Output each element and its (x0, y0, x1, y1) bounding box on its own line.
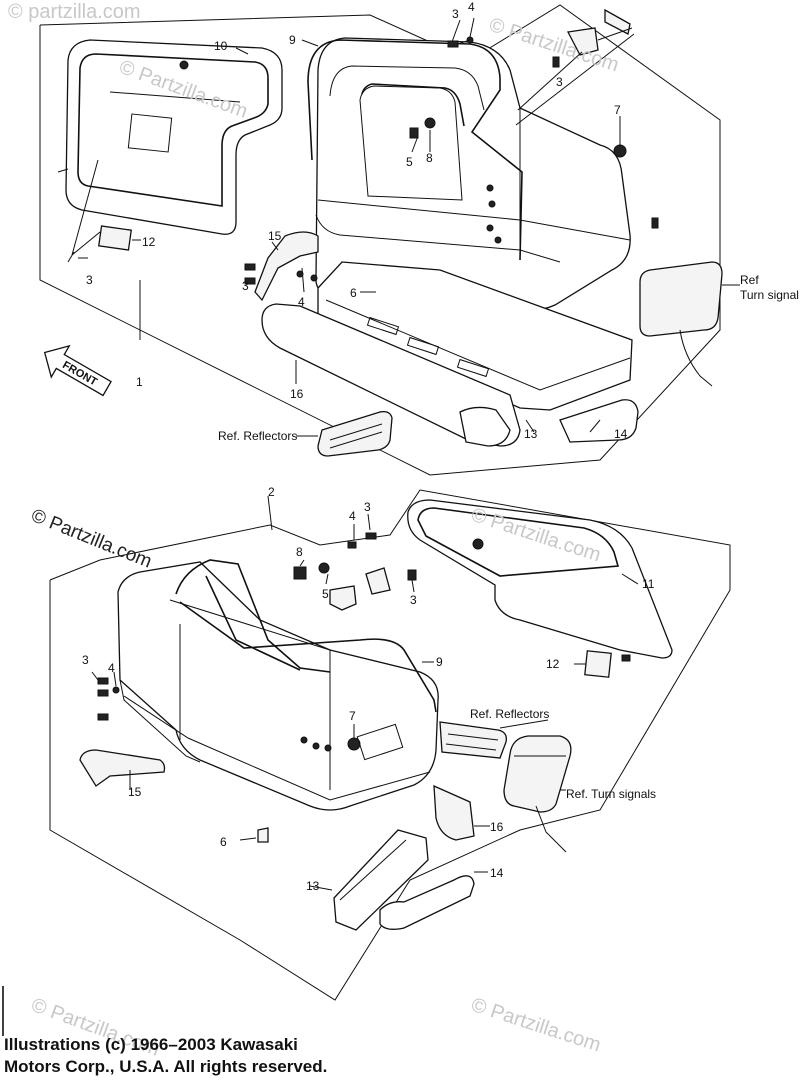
top-mount-bracket (567, 27, 599, 56)
callout-10: 10 (214, 39, 228, 53)
watermark-dark: © Partzilla.com (28, 505, 155, 572)
top-assembly: FRONT (39, 4, 740, 476)
callout-6: 6 (350, 286, 357, 300)
ref-turn-signals-bottom: Ref. Turn signals (566, 787, 656, 801)
bottom-turn-signal (503, 735, 572, 813)
callout-4: 4 (298, 295, 305, 309)
callout-3: 3 (556, 75, 563, 89)
callout-5: 5 (406, 155, 413, 169)
callout-3: 3 (410, 593, 417, 607)
callout-2: 2 (268, 485, 275, 499)
callout-14: 14 (490, 866, 504, 880)
top-boundary (39, 4, 721, 476)
callout-8: 8 (296, 545, 303, 559)
callout-4: 4 (468, 0, 475, 14)
callout-15: 15 (268, 229, 282, 243)
callout-12: 12 (142, 235, 156, 249)
watermark: © Partzilla.com (468, 994, 603, 1057)
callout-8: 8 (426, 151, 433, 165)
callout-6: 6 (220, 835, 227, 849)
footer-line-2: Motors Corp., U.S.A. All rights reserved… (4, 1057, 328, 1076)
bottom-callouts: 2 4 3 8 5 3 11 3 4 9 12 7 15 6 16 13 14 (82, 485, 655, 893)
top-callouts: 3 4 9 10 3 7 5 8 12 3 15 3 4 6 1 16 13 1… (86, 0, 628, 441)
callout-16: 16 (490, 820, 504, 834)
callout-9: 9 (289, 33, 296, 47)
callout-7: 7 (349, 709, 356, 723)
callout-3: 3 (452, 7, 459, 21)
top-turn-signal (639, 261, 723, 337)
bottom-assembly (49, 489, 731, 1001)
callout-16: 16 (290, 387, 304, 401)
top-reflector (317, 410, 393, 457)
footer-line-1: Illustrations (c) 1966–2003 Kawasaki (4, 1035, 298, 1054)
bottom-rear-rail (333, 829, 429, 931)
top-lid (65, 39, 283, 235)
ref-reflectors-bottom: Ref. Reflectors (470, 707, 549, 721)
bottom-side-bracket (79, 749, 166, 787)
callout-13: 13 (306, 879, 320, 893)
bottom-boundary (49, 489, 731, 1001)
callout-12: 12 (546, 657, 560, 671)
top-hinge (98, 225, 132, 251)
front-arrow: FRONT (43, 344, 112, 397)
ref-turn-signal-top: Ref Turn signal (740, 273, 799, 302)
callout-15: 15 (128, 785, 142, 799)
callout-5: 5 (322, 587, 329, 601)
callout-3: 3 (86, 273, 93, 287)
bottom-grab-rail (379, 875, 475, 930)
callout-7: 7 (614, 103, 621, 117)
bottom-guard-rail (175, 559, 331, 673)
callout-13: 13 (524, 427, 538, 441)
callout-11: 11 (642, 577, 655, 591)
callout-4: 4 (349, 509, 356, 523)
callout-3: 3 (364, 500, 371, 514)
ref-reflectors-top: Ref. Reflectors (218, 429, 297, 443)
bottom-hinge (584, 650, 612, 678)
callout-14: 14 (614, 427, 628, 441)
bottom-case (117, 561, 439, 811)
callout-1: 1 (136, 375, 143, 389)
copyright-footer: Illustrations (c) 1966–2003 Kawasaki Mot… (4, 1034, 327, 1078)
callout-3: 3 (82, 653, 89, 667)
top-side-bracket (254, 231, 319, 302)
callout-3: 3 (242, 279, 249, 293)
top-bumper (261, 303, 521, 447)
callout-9: 9 (436, 655, 443, 669)
watermark: © partzilla.com (8, 1, 141, 23)
bottom-lid (407, 499, 673, 659)
top-guard-rail (307, 39, 523, 261)
callout-4: 4 (108, 661, 115, 675)
